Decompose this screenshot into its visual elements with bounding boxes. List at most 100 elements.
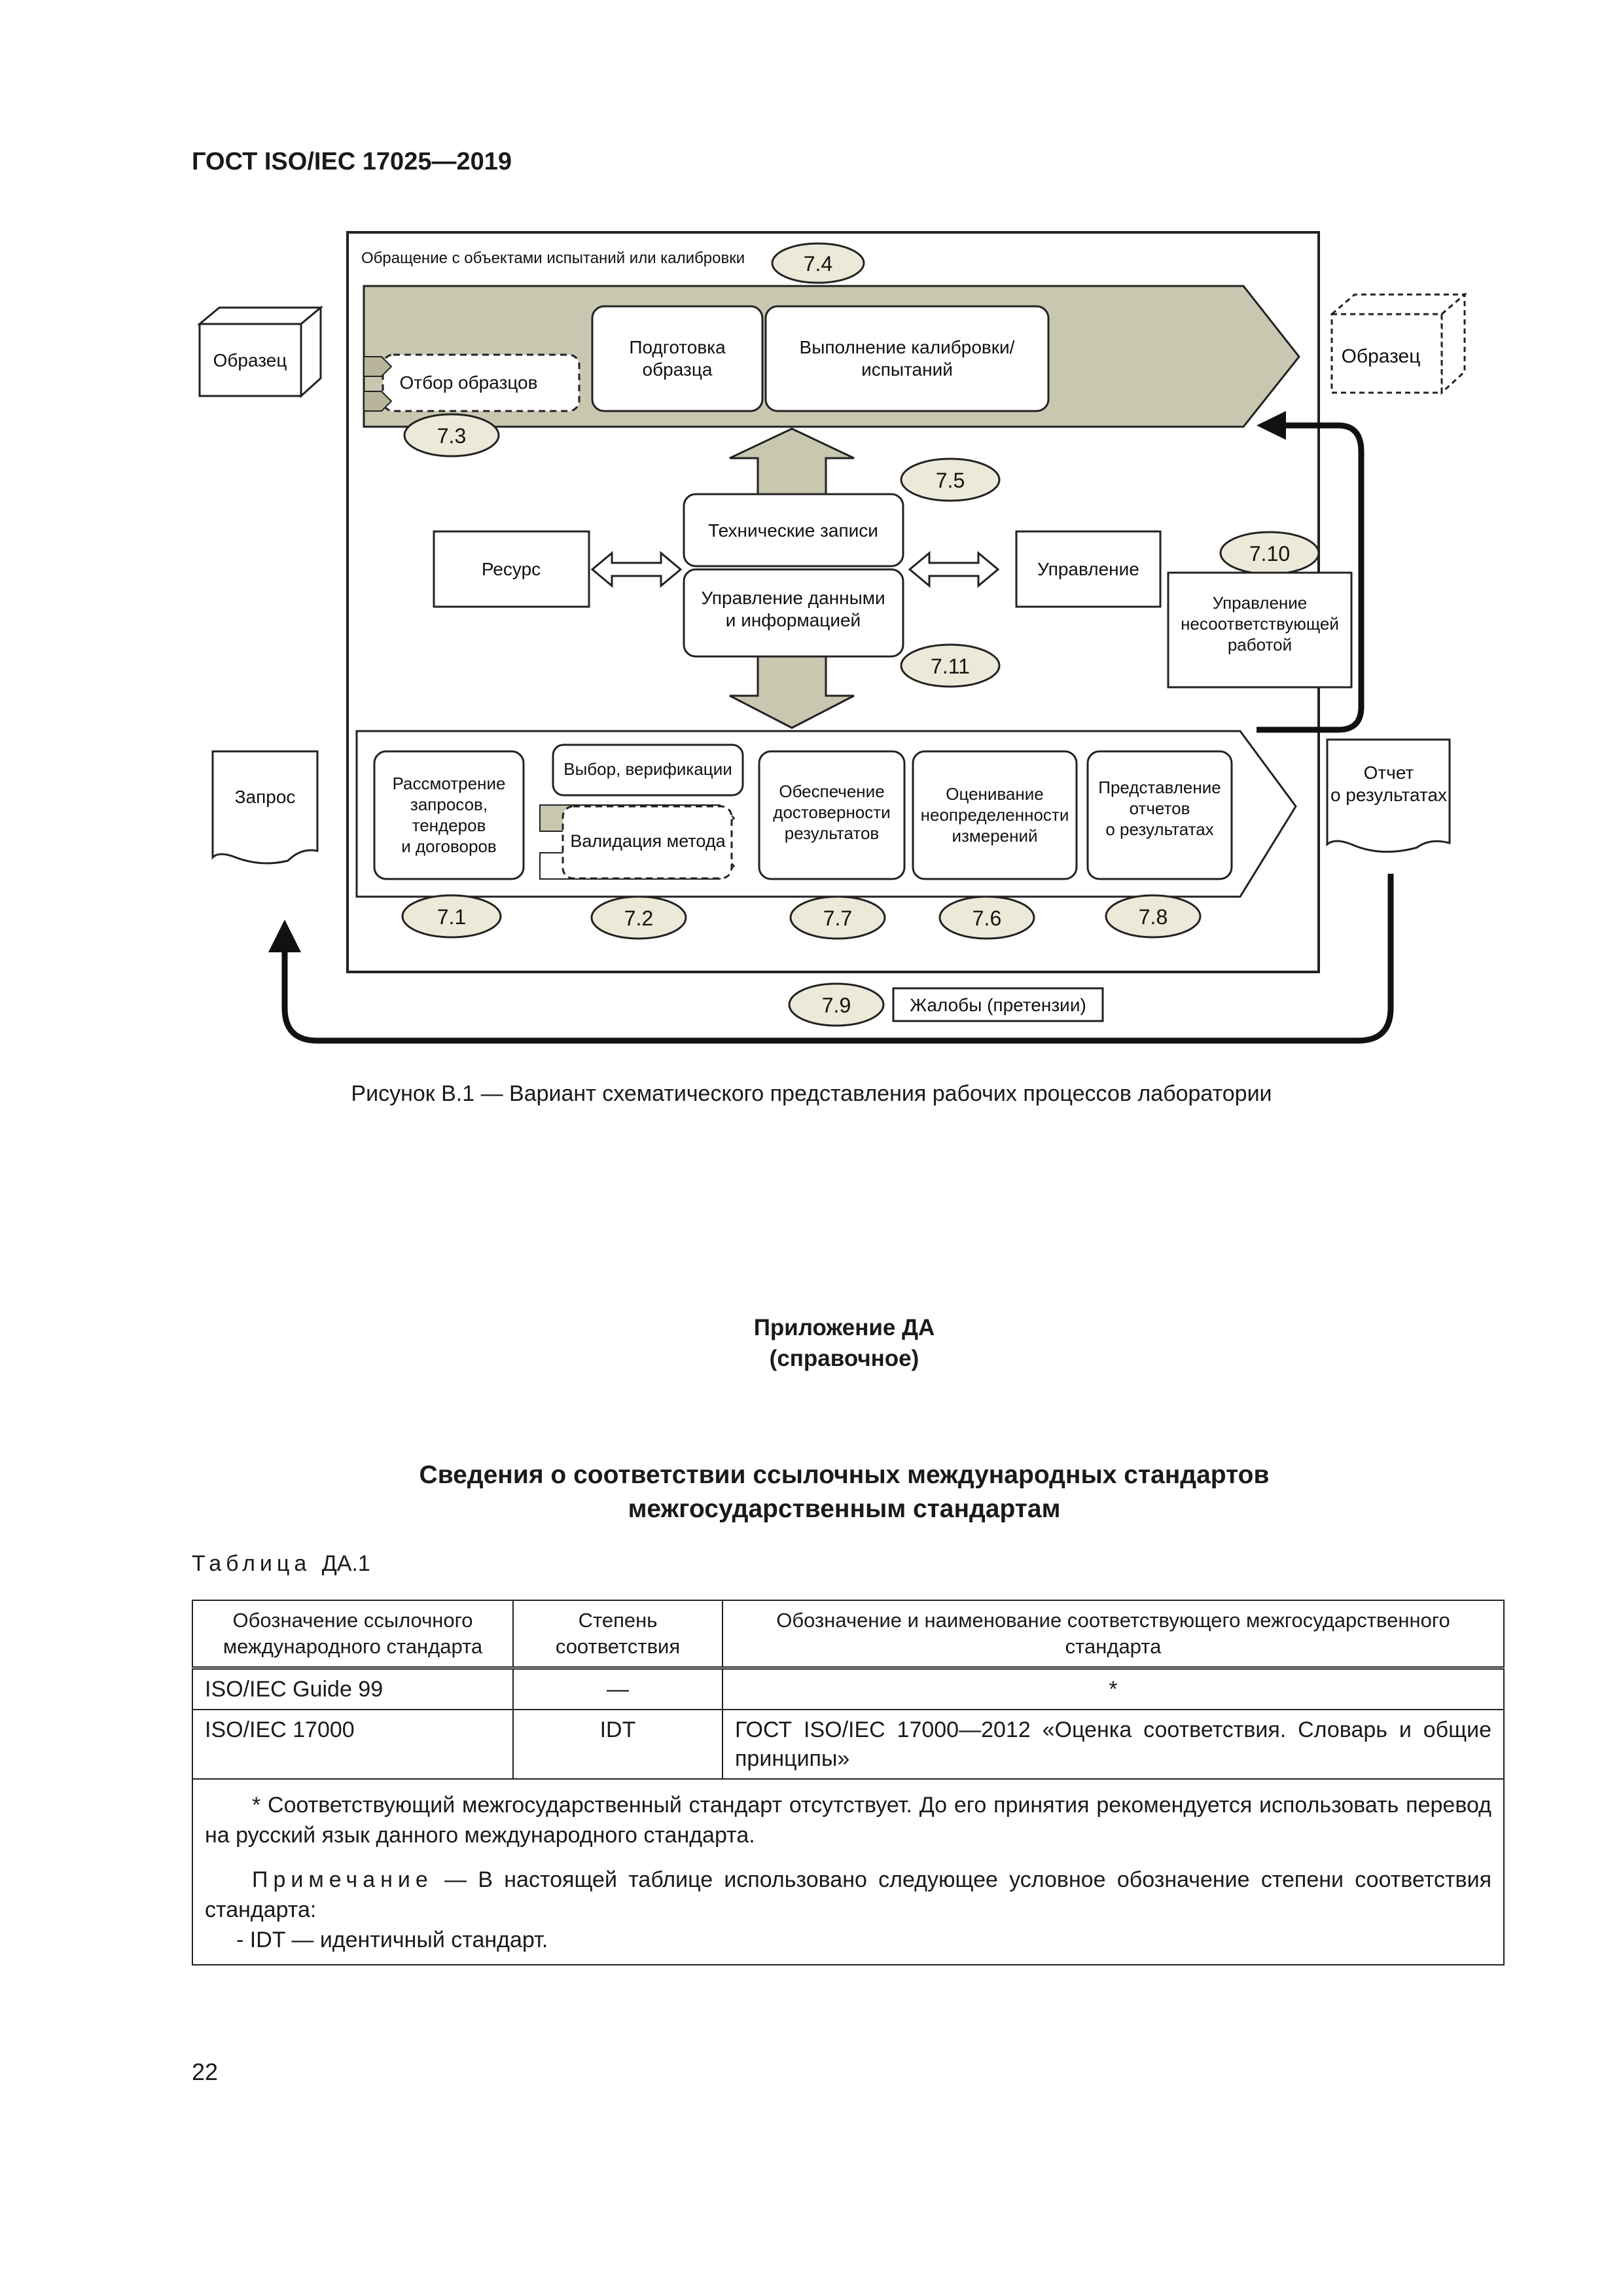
handling-banner: Обращение с объектами испытаний или кали… xyxy=(361,249,745,267)
table-label: Таблица ДА.1 xyxy=(192,1551,370,1576)
svg-text:7.8: 7.8 xyxy=(1139,905,1168,929)
svg-text:7.2: 7.2 xyxy=(624,906,653,930)
sampling-box xyxy=(382,353,580,412)
svg-text:Рассмотрение: Рассмотрение xyxy=(393,774,506,793)
svg-text:7.9: 7.9 xyxy=(822,994,851,1017)
svg-text:Обеспечение: Обеспечение xyxy=(779,781,884,801)
annex-title: Приложение ДА xyxy=(753,1315,935,1340)
table-header-row: Обозначение ссылочного международного ст… xyxy=(192,1600,1505,1669)
annex-heading: Приложение ДА (справочное) xyxy=(0,1312,1623,1374)
execution-box xyxy=(764,305,1050,412)
sample-in-label: Образец xyxy=(213,350,287,370)
resource-box xyxy=(433,530,590,608)
svg-text:о результатах: о результатах xyxy=(1105,819,1213,839)
management-double-arrow xyxy=(908,550,1000,588)
table-header: Степень соответствия xyxy=(512,1600,723,1669)
badge-7-10-label: 7.10 xyxy=(1249,542,1290,565)
report-document-icon xyxy=(1326,738,1451,853)
svg-text:измерений: измерений xyxy=(952,826,1037,846)
review-requests-box xyxy=(373,750,525,880)
method-validation-label: Валидация метода xyxy=(570,831,726,851)
badge-7-2 xyxy=(590,895,687,940)
svg-text:достоверности: достоверности xyxy=(773,802,890,822)
svg-text:испытаний: испытаний xyxy=(861,359,953,380)
svg-text:результатов: результатов xyxy=(785,823,880,843)
method-validation-box xyxy=(562,805,733,880)
badge-7-7 xyxy=(789,895,886,940)
badge-7-3 xyxy=(403,413,500,457)
svg-text:отчетов: отчетов xyxy=(1130,798,1190,818)
svg-text:работой: работой xyxy=(1228,635,1292,655)
sample-prep-box xyxy=(591,305,764,412)
badge-7-11 xyxy=(900,643,1001,688)
svg-text:Подготовка: Подготовка xyxy=(629,337,726,357)
table-header: Обозначение и наименование соответствующ… xyxy=(722,1600,1505,1669)
badge-7-4-label: 7.4 xyxy=(804,252,832,276)
resource-double-arrow xyxy=(590,550,683,588)
svg-text:7.1: 7.1 xyxy=(437,905,466,929)
svg-text:о результатах: о результатах xyxy=(1330,785,1447,805)
request-document-icon xyxy=(211,750,319,865)
request-label: Запрос xyxy=(235,787,296,807)
svg-text:несоответствующей: несоответствующей xyxy=(1181,614,1339,634)
document-code-header: ГОСТ ISO/IEC 17025—2019 xyxy=(192,148,512,175)
sampling-label: Отбор образцов xyxy=(399,372,537,393)
svg-text:Отчет: Отчет xyxy=(1364,762,1414,783)
badge-7-9 xyxy=(788,982,885,1027)
validity-assurance-box xyxy=(758,750,906,880)
svg-text:Представление: Представление xyxy=(1098,778,1221,797)
svg-text:Оценивание: Оценивание xyxy=(946,784,1044,804)
figure-caption: Рисунок В.1 — Вариант схематического пре… xyxy=(351,1081,1272,1106)
management-box xyxy=(1015,530,1162,608)
svg-text:7.6: 7.6 xyxy=(972,906,1001,930)
badge-7-1 xyxy=(401,894,502,939)
svg-text:и информацией: и информацией xyxy=(726,610,861,630)
sample-in-cube-icon xyxy=(196,305,324,399)
method-selection-label: Выбор, верификации xyxy=(563,759,732,779)
uncertainty-box xyxy=(912,750,1078,880)
nonconforming-work-box xyxy=(1167,571,1353,689)
feedback-arrow-bottom xyxy=(281,874,1394,1044)
svg-text:Выполнение калибровки/: Выполнение калибровки/ xyxy=(800,337,1015,357)
svg-text:тендеров: тендеров xyxy=(412,816,486,835)
resource-label: Ресурс xyxy=(482,559,541,579)
badge-7-5-label: 7.5 xyxy=(936,469,965,492)
svg-text:Управление данными: Управление данными xyxy=(701,588,885,608)
table-footnote-row: * Соответствующий межгосударственный ста… xyxy=(192,1778,1505,1965)
table-row: ISO/IEC Guide 99 — * xyxy=(192,1666,1505,1710)
section-title: Сведения о соответствии ссылочных междун… xyxy=(419,1461,1270,1523)
reporting-box xyxy=(1086,750,1233,880)
badge-7-8 xyxy=(1105,894,1202,939)
correspondence-table: Обозначение ссылочного международного ст… xyxy=(192,1600,1505,1965)
table-row: ISO/IEC 17000 IDT ГОСТ ISO/IEC 17000—201… xyxy=(192,1709,1505,1780)
method-selection-box xyxy=(552,744,744,797)
svg-text:и договоров: и договоров xyxy=(401,836,496,856)
feedback-arrow-top xyxy=(1257,422,1364,733)
badge-7-4 xyxy=(771,242,865,284)
svg-text:Управление: Управление xyxy=(1213,593,1308,613)
table-header: Обозначение ссылочного международного ст… xyxy=(192,1600,514,1669)
badge-7-11-label: 7.11 xyxy=(931,655,970,678)
page-number: 22 xyxy=(192,2058,219,2085)
badge-7-3-label: 7.3 xyxy=(437,424,466,448)
workflow-diagram: Обращение с объектами испытаний или кали… xyxy=(196,231,1468,1044)
annex-subtitle: (справочное) xyxy=(769,1346,919,1371)
note-item: - IDT — идентичный стандарт. xyxy=(236,1928,548,1952)
tech-records-label: Технические записи xyxy=(708,520,878,541)
badge-7-5 xyxy=(900,457,1001,502)
vertical-down-arrow xyxy=(729,655,855,729)
svg-text:образца: образца xyxy=(643,359,713,380)
footnote: * Соответствующий межгосударственный ста… xyxy=(205,1793,1491,1848)
note: Примечание — В настоящей таблице использ… xyxy=(205,1867,1491,1922)
badge-7-6 xyxy=(938,895,1035,940)
sample-out-cube-icon xyxy=(1329,292,1468,395)
data-management-box xyxy=(683,568,904,658)
svg-text:запросов,: запросов, xyxy=(410,795,488,814)
complaints-label: Жалобы (претензии) xyxy=(910,995,1086,1015)
sample-out-label: Образец xyxy=(1342,346,1421,367)
management-label: Управление xyxy=(1037,559,1139,579)
svg-text:неопределенности: неопределенности xyxy=(921,805,1069,825)
tech-records-box xyxy=(683,493,904,567)
complaints-box xyxy=(892,987,1104,1022)
svg-text:7.7: 7.7 xyxy=(823,906,852,930)
